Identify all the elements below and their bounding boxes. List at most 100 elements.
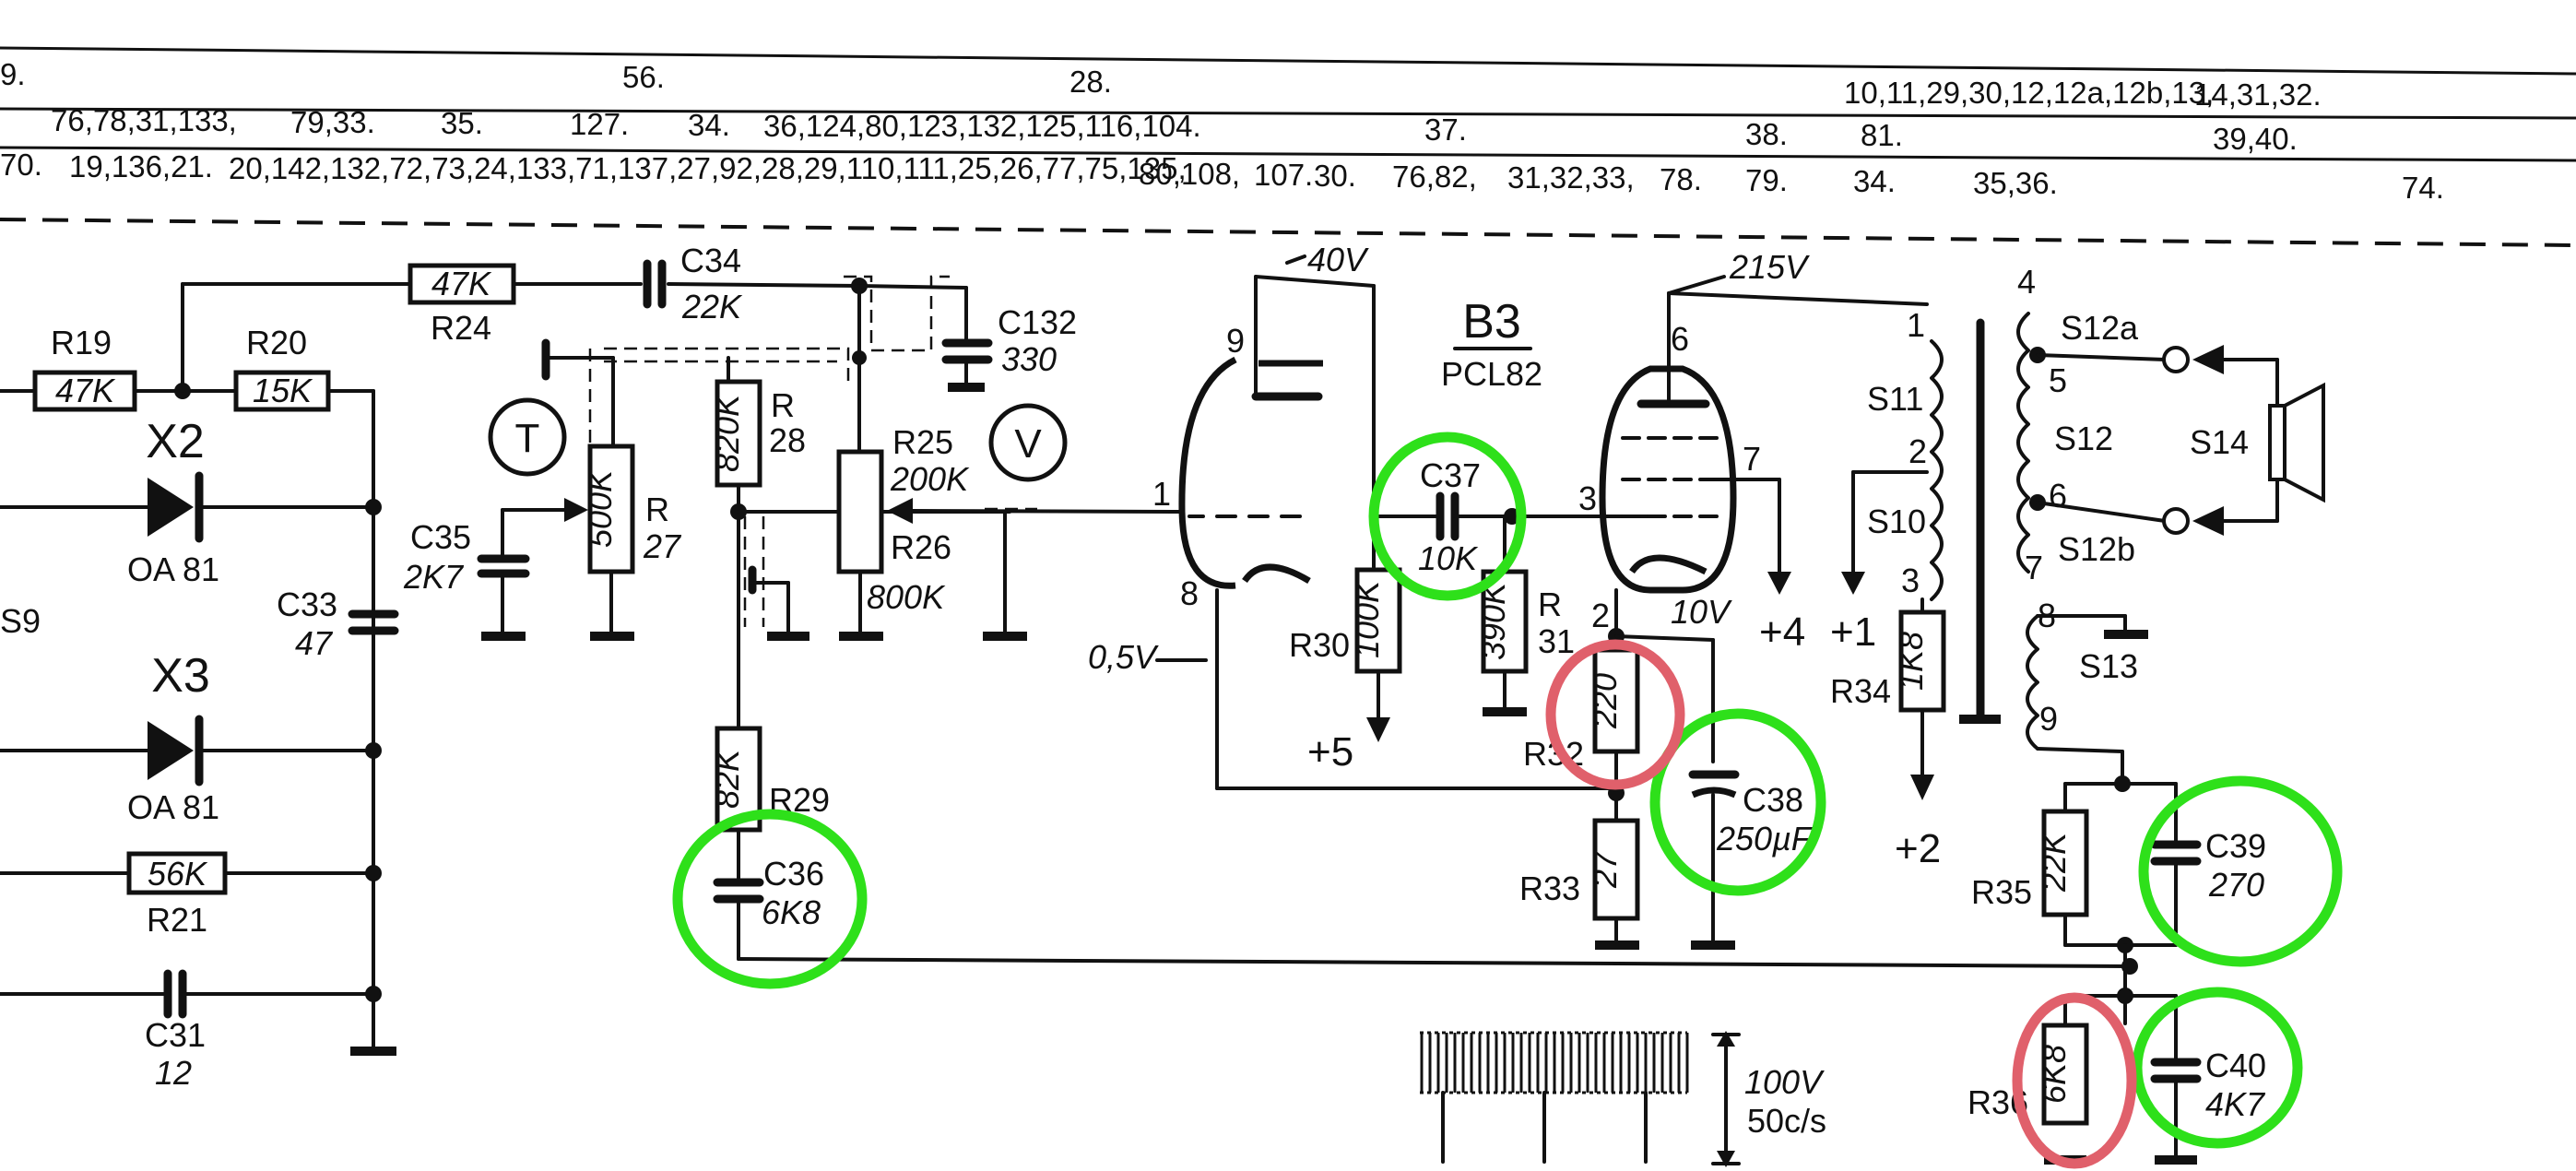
r31-label: R: [1538, 586, 1562, 623]
ref-cell: 37.: [1424, 112, 1467, 147]
test-point-t: [488, 397, 567, 477]
supply-plus1: +1: [1830, 609, 1876, 655]
s10-label: S10: [1867, 503, 1926, 540]
r31-value: 390K: [1474, 581, 1512, 660]
tube-type: PCL82: [1441, 355, 1542, 393]
r30-value: 100K: [1348, 579, 1386, 658]
resistor-r20: [233, 370, 331, 412]
r25-value: 200K: [890, 460, 970, 498]
waveform-inset: 100V 50c/s: [1420, 1031, 1826, 1167]
r36-value: 6K8: [2035, 1045, 2073, 1104]
ref-cell: 35,36.: [1973, 166, 2058, 200]
ref-cell: 10,11,29,30,12,12a,12b,13,: [1844, 76, 2214, 110]
s11-label: S11: [1867, 380, 1923, 418]
resistor-r31: [1481, 569, 1529, 674]
voltage-215v: 215V: [1729, 248, 1810, 286]
xfmr-pin-7: 7: [2025, 549, 2043, 586]
x2-type: OA 81: [127, 550, 219, 588]
r20-value: 15K: [253, 372, 313, 409]
waveform-ripple: [1420, 1033, 1689, 1093]
c31-value: 12: [155, 1054, 192, 1092]
resistor-r24: [408, 263, 516, 305]
diode-x3: [148, 721, 194, 780]
green-highlight-c39: [2138, 775, 2343, 967]
r26-label: R26: [891, 528, 951, 566]
c35-label: C35: [410, 518, 471, 556]
r24-label: R24: [431, 309, 491, 347]
c132-value: 330: [1001, 340, 1057, 378]
switch-contact: [2162, 346, 2190, 373]
speaker-icon: [2268, 404, 2286, 481]
ref-cell: 20,142,132,72,73,24,133,71,137,27,92,28,…: [229, 151, 1187, 185]
ref-cell: 127.: [570, 107, 629, 141]
c37-label: C37: [1420, 456, 1481, 494]
xfmr-pin-9: 9: [2039, 700, 2058, 738]
tube-name: B3: [1462, 295, 1521, 349]
output-transformer: 1 S11 2 +1 S10 3 1K8 R34 +2 4 5 6 7 S12a…: [1667, 263, 2325, 1165]
transformer-tertiary: [2026, 614, 2039, 751]
r19-value: 47K: [55, 372, 116, 409]
c34-value: 22K: [681, 288, 743, 325]
r24-value: 47K: [431, 265, 492, 302]
c40-value: 4K7: [2205, 1085, 2266, 1123]
r27-label-num: 27: [643, 527, 682, 565]
r20-label: R20: [246, 324, 307, 361]
s12-label: S12: [2054, 420, 2113, 457]
ref-cell: 76,78,31,133,: [51, 103, 237, 137]
ref-cell: 80,108,: [1139, 157, 1240, 191]
pin-1: 1: [1152, 475, 1171, 513]
s9-partial: S9: [0, 602, 41, 640]
r19-label: R19: [51, 324, 112, 361]
pin-3: 3: [1578, 479, 1597, 517]
x3-type: OA 81: [127, 788, 219, 826]
r25-label: R25: [892, 423, 953, 461]
x2-label: X2: [146, 415, 205, 468]
c38-label: C38: [1743, 781, 1803, 819]
ref-cell: 35.: [441, 106, 483, 140]
pot-r25-r26: [836, 449, 884, 574]
r33-label: R33: [1519, 869, 1580, 907]
voltage-40v: 40V: [1307, 241, 1369, 278]
r32-value: 220: [1586, 673, 1624, 729]
xfmr-pin-2: 2: [1908, 432, 1927, 470]
ref-cell: 38.: [1745, 117, 1788, 151]
r29-value: 82K: [708, 748, 746, 809]
pin-6: 6: [1671, 320, 1689, 358]
x3-label: X3: [151, 649, 210, 703]
r35-value: 22K: [2035, 831, 2073, 893]
c36-label: C36: [763, 855, 824, 893]
pin-7: 7: [1743, 440, 1761, 478]
c40-label: C40: [2205, 1047, 2266, 1084]
xfmr-pin-5: 5: [2049, 361, 2067, 399]
resistor-r36: [2041, 1023, 2089, 1126]
ref-cell: 79.: [1745, 163, 1788, 197]
ref-cell: 79,33.: [290, 105, 375, 139]
ref-cell: 34.: [688, 108, 730, 142]
green-highlight-c38: [1649, 708, 1826, 896]
r28-label: R: [771, 386, 795, 424]
meter-v: V: [1014, 421, 1042, 467]
c35-value: 2K7: [403, 558, 465, 596]
r27-label: R: [645, 491, 669, 528]
ref-cell: 81.: [1861, 118, 1903, 152]
reference-table: 9. 56. 28. 10,11,29,30,12,12a,12b,13, 14…: [0, 46, 2576, 247]
c31-label: C31: [145, 1016, 206, 1054]
pin-9: 9: [1226, 322, 1245, 360]
r26-value: 800K: [867, 578, 946, 616]
ref-cell: 74.: [2402, 171, 2444, 205]
ref-cell: 14,31,32.: [2194, 77, 2322, 112]
red-highlight-r32: [1545, 639, 1685, 790]
waveform-frequency: 50c/s: [1747, 1102, 1826, 1140]
xfmr-pin-4: 4: [2017, 263, 2036, 301]
pot-r27: [587, 444, 635, 574]
resistor-r32: [1592, 647, 1640, 754]
ref-cell: 9.: [0, 57, 26, 91]
pin-8: 8: [1180, 574, 1199, 612]
c38-value: 250µF: [1716, 820, 1814, 858]
xfmr-pin-6: 6: [2049, 477, 2067, 515]
c33-label: C33: [277, 586, 337, 623]
c36-value: 6K8: [762, 893, 821, 931]
xfmr-pin-3: 3: [1901, 562, 1920, 599]
test-point-v: [988, 403, 1068, 482]
r27-value: 500K: [581, 468, 619, 548]
